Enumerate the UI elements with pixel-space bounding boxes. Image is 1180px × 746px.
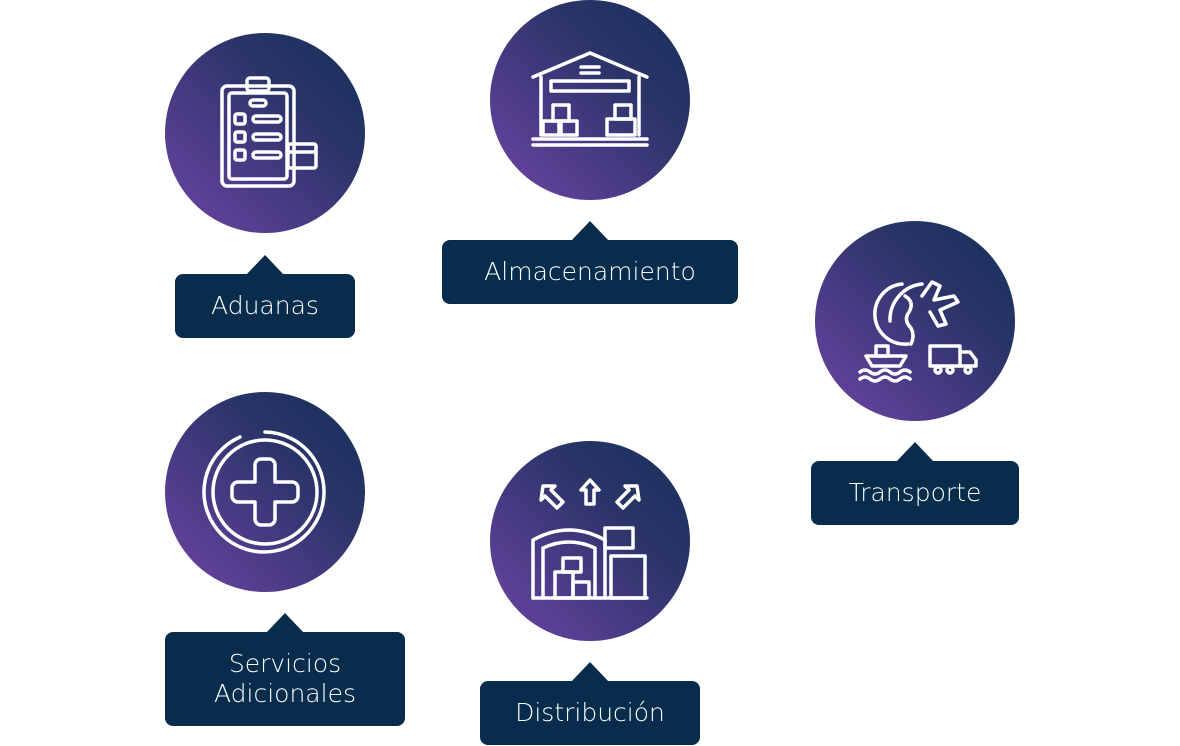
warehouse-icon [531,51,649,147]
plus-circle-icon [202,430,326,554]
service-transporte-circle[interactable] [815,221,1015,421]
service-label-almacenamiento[interactable]: Almacenamiento [442,221,738,304]
globe-transport-icon [858,280,978,383]
service-label-servicios-adicionales[interactable]: Servicios Adicionales [165,613,405,726]
service-label-distribucion[interactable]: Distribución [480,662,700,745]
service-almacenamiento-circle[interactable] [490,0,690,200]
service-label-aduanas[interactable]: Aduanas [175,255,355,338]
clipboard-icon [220,76,318,188]
distribution-icon [531,478,649,600]
service-label-transporte[interactable]: Transporte [811,442,1019,525]
service-aduanas-circle[interactable] [165,33,365,233]
service-servicios-adicionales-circle[interactable] [165,392,365,592]
service-distribucion-circle[interactable] [490,441,690,641]
